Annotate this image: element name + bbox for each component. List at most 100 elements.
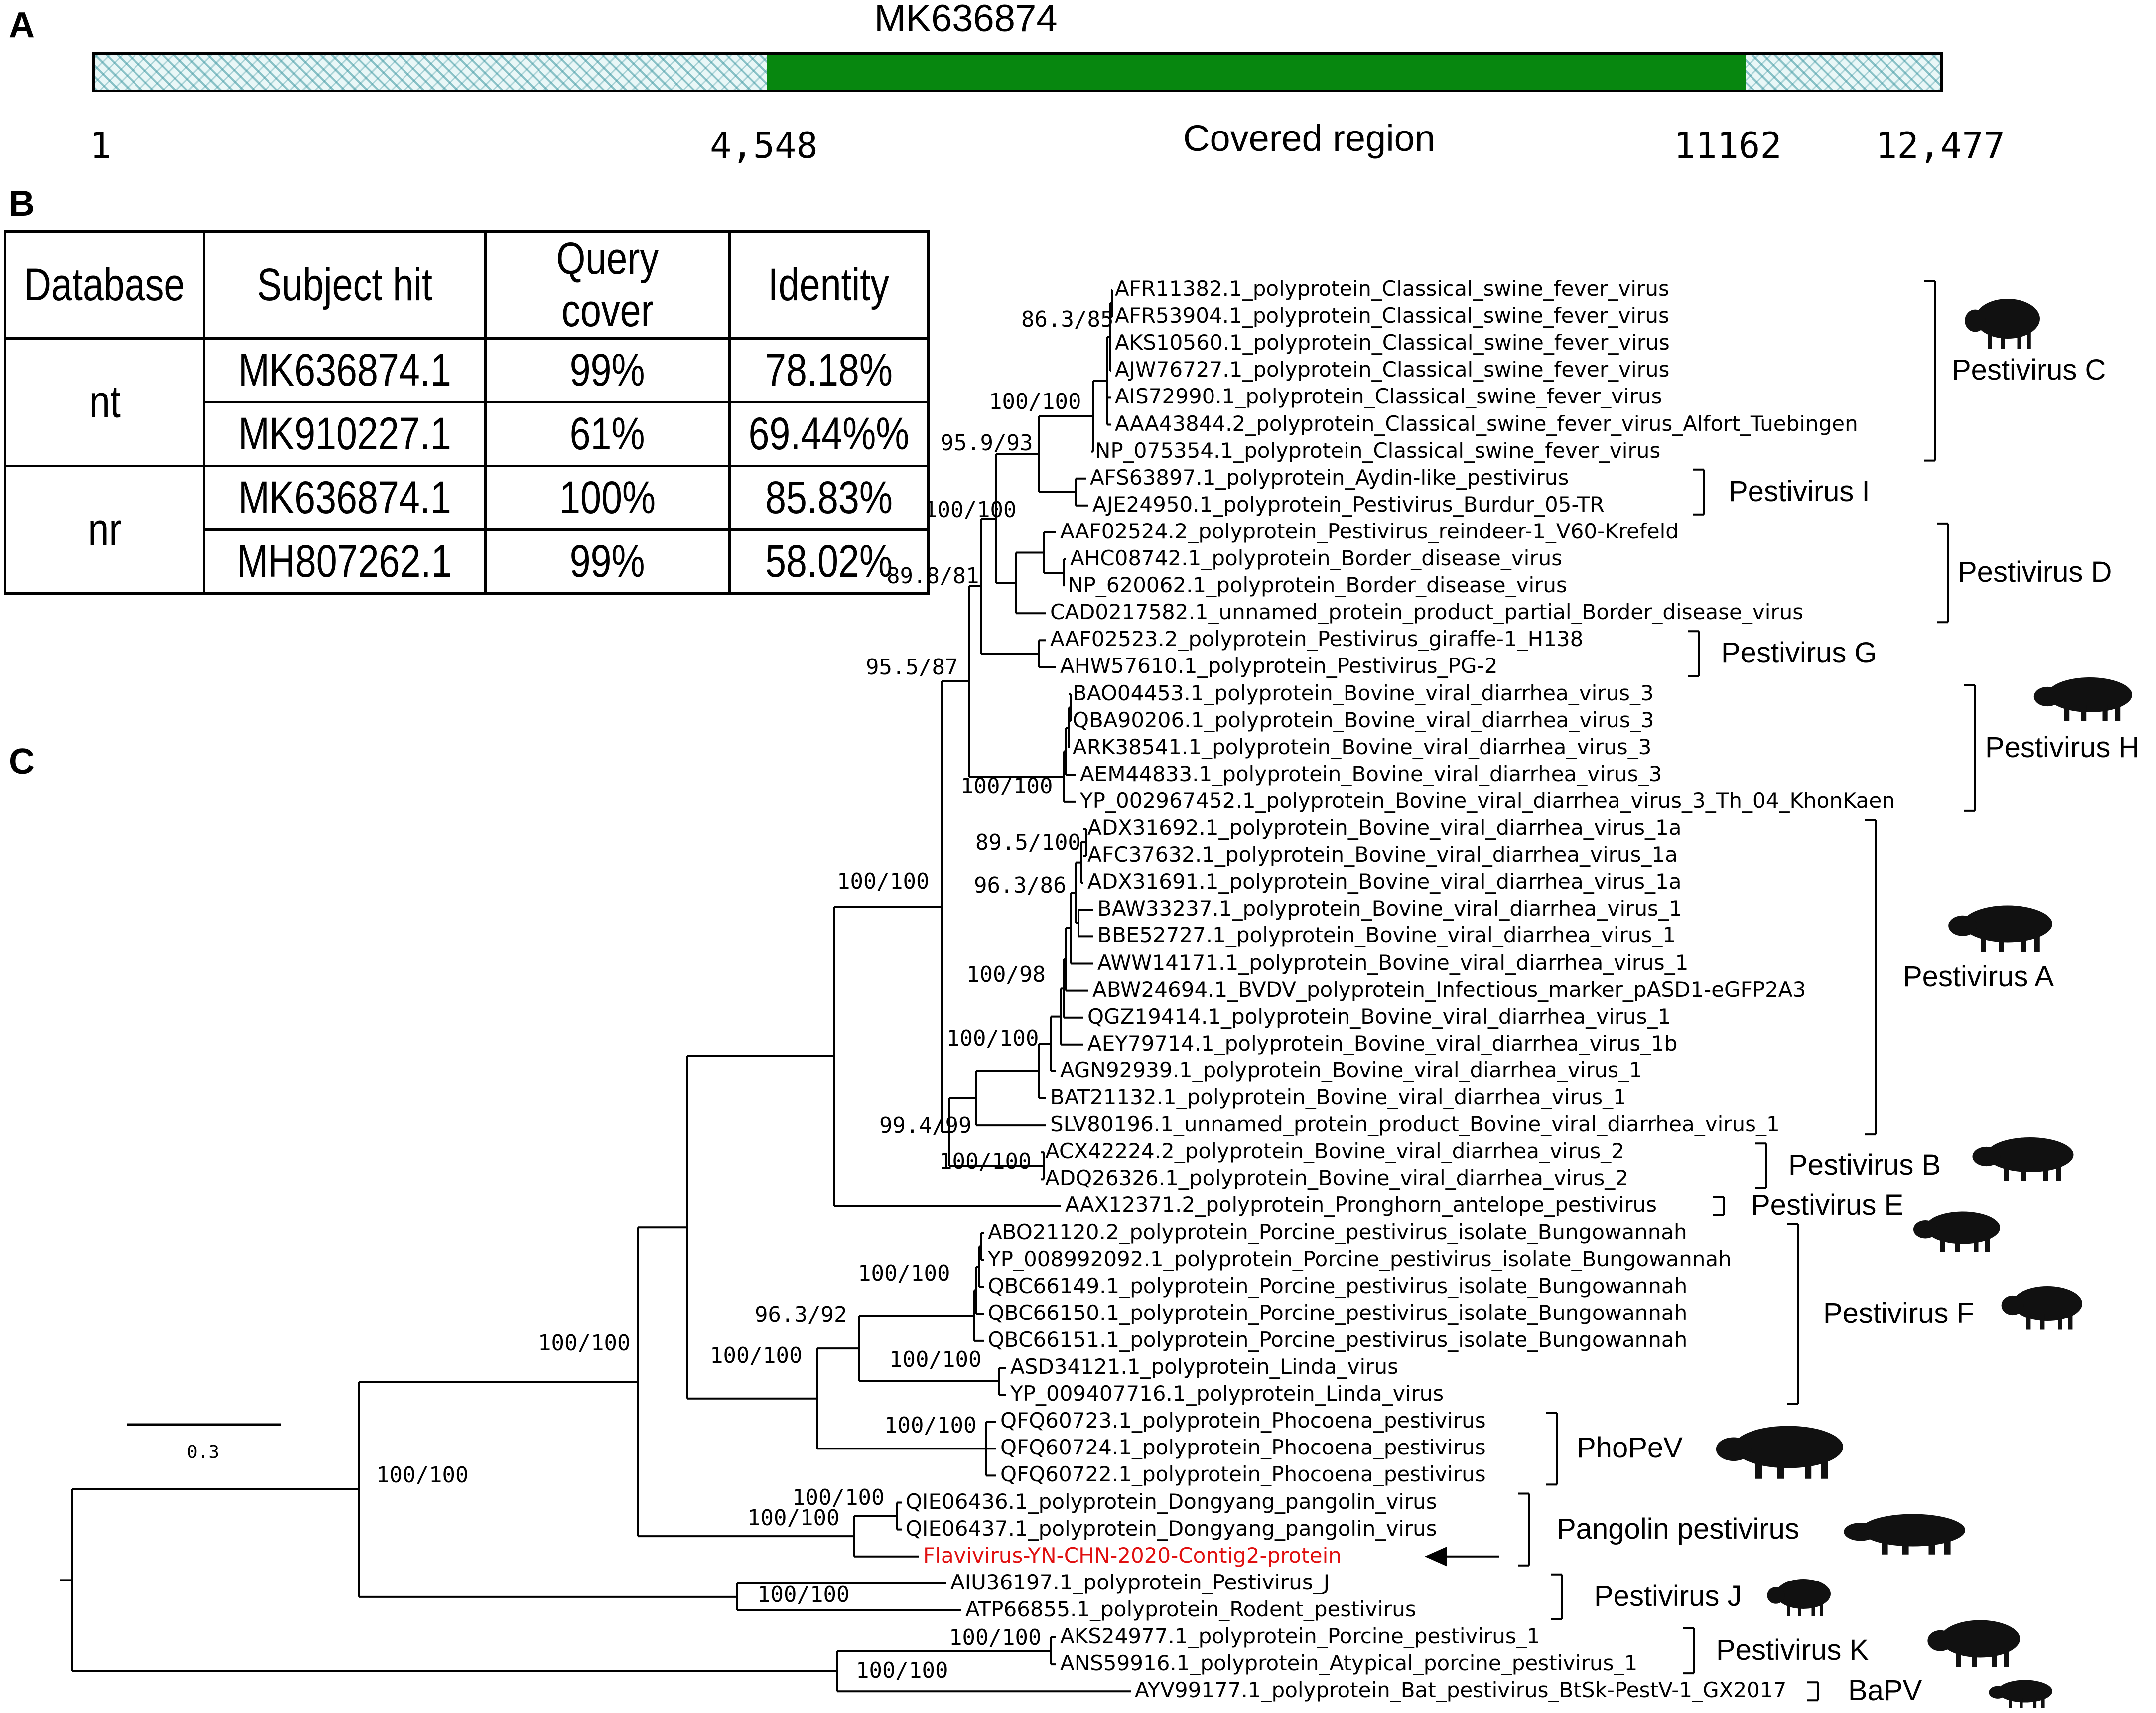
covered-region-bar (767, 55, 1746, 90)
tree-leaf-label: QBA90206.1_polyprotein_Bovine_viral_diar… (1073, 707, 1654, 732)
tree-leaf-label: AFS63897.1_polyprotein_Aydin-like_pestiv… (1090, 465, 1569, 490)
tree-leaf-label: AAF02524.2_polyprotein_Pestivirus_reinde… (1060, 519, 1679, 543)
tree-leaf-label: QBC66151.1_polyprotein_Porcine_pestiviru… (988, 1327, 1688, 1352)
cattle-icon (1972, 1137, 2074, 1181)
bootstrap-support-label: 99.4/99 (879, 1113, 972, 1138)
tree-leaf-label: YP_002967452.1_polyprotein_Bovine_viral_… (1080, 788, 1895, 813)
tree-leaf-label: QBC66150.1_polyprotein_Porcine_pestiviru… (988, 1300, 1688, 1325)
clade-label: Pestivirus I (1729, 475, 1870, 508)
clade-label: Pestivirus A (1903, 960, 2054, 993)
genome-end-label: 12,477 (1876, 125, 2006, 166)
tree-leaf-label: AKS24977.1_polyprotein_Porcine_pestiviru… (1060, 1624, 1540, 1648)
antelope-icon (1913, 1211, 2000, 1252)
table-cell: 100% (484, 465, 731, 531)
bootstrap-support-label: 100/100 (538, 1330, 631, 1356)
genome-start-label: 1 (90, 125, 112, 166)
bootstrap-support-label: 100/100 (792, 1485, 885, 1510)
tree-leaf-label: BAO04453.1_polyprotein_Bovine_viral_diar… (1073, 680, 1654, 705)
clade-label: Pestivirus G (1721, 637, 1877, 669)
table-row: MH807262.1 99% 58.02% (5, 528, 930, 595)
bootstrap-support-label: 95.5/87 (866, 655, 958, 680)
boar-icon (1965, 299, 2040, 349)
bootstrap-support-label: 100/100 (757, 1582, 850, 1607)
clade-label: Pestivirus H (1985, 731, 2140, 764)
tree-leaf-label: QFQ60722.1_polyprotein_Phocoena_pestivir… (1000, 1462, 1486, 1487)
tree-leaf-label: QIE06436.1_polyprotein_Dongyang_pangolin… (906, 1489, 1437, 1514)
bootstrap-support-label: 100/100 (747, 1505, 840, 1531)
table-cell: MK910227.1 (202, 401, 487, 467)
tree-leaf-label: NP_620062.1_polyprotein_Border_disease_v… (1068, 573, 1567, 598)
tree-leaf-label: AHW57610.1_polyprotein_Pestivirus_PG-2 (1060, 654, 1498, 678)
clade-label: Pestivirus K (1716, 1634, 1869, 1667)
bootstrap-support-label: 100/100 (946, 1026, 1039, 1051)
bootstrap-support-label: 100/100 (924, 497, 1017, 523)
tree-leaf-label: AIS72990.1_polyprotein_Classical_swine_f… (1115, 384, 1662, 409)
tree-leaf-label: YP_009407716.1_polyprotein_Linda_virus (1010, 1381, 1444, 1406)
pangolin-icon (1844, 1514, 1965, 1555)
covered-region-label: Covered region (1183, 118, 1435, 159)
clade-label: Pestivirus C (1952, 354, 2106, 387)
clade-label: Pestivirus B (1788, 1149, 1941, 1182)
porpoise-icon (1716, 1426, 1843, 1479)
bootstrap-support-label: 95.9/93 (941, 430, 1033, 456)
tree-leaf-label: AAA43844.2_polyprotein_Classical_swine_f… (1115, 411, 1858, 436)
bootstrap-support-label: 100/98 (966, 962, 1046, 987)
covered-start-label: 4,548 (710, 125, 818, 166)
table-cell: MK636874.1 (202, 465, 487, 531)
bootstrap-support-label: 100/100 (376, 1462, 469, 1488)
tree-leaf-label: QBC66149.1_polyprotein_Porcine_pestiviru… (988, 1273, 1688, 1298)
covered-end-label: 11162 (1674, 125, 1782, 166)
tree-leaf-label: AIU36197.1_polyprotein_Pestivirus_J (950, 1570, 1330, 1594)
clade-label: PhoPeV (1577, 1432, 1683, 1464)
bootstrap-support-label: 100/100 (884, 1413, 977, 1438)
bootstrap-support-label: 100/100 (856, 1658, 948, 1683)
rodent-icon (1767, 1579, 1831, 1616)
tree-leaf-label: ABO21120.2_polyprotein_Porcine_pestiviru… (988, 1219, 1687, 1244)
tree-leaf-label: BAW33237.1_polyprotein_Bovine_viral_diar… (1097, 896, 1682, 921)
tree-leaf-label: AWW14171.1_polyprotein_Bovine_viral_diar… (1097, 950, 1689, 975)
tree-leaf-label: ASD34121.1_polyprotein_Linda_virus (1010, 1354, 1398, 1379)
tree-leaf-label: QGZ19414.1_polyprotein_Bovine_viral_diar… (1087, 1004, 1671, 1029)
panel-label-b: B (9, 184, 35, 224)
clade-label: Pestivirus J (1594, 1580, 1742, 1612)
table-header: Query cover (484, 230, 731, 340)
tree-leaf-label: AFR11382.1_polyprotein_Classical_swine_f… (1115, 276, 1669, 301)
bootstrap-support-label: 100/100 (989, 389, 1081, 414)
tree-leaf-label: AJE24950.1_polyprotein_Pestivirus_Burdur… (1092, 492, 1605, 517)
table-cell: 69.44%% (728, 401, 930, 467)
tree-leaf-label: BBE52727.1_polyprotein_Bovine_viral_diar… (1097, 923, 1676, 948)
tree-leaf-label: ABW24694.1_BVDV_polyprotein_Infectious_m… (1092, 977, 1806, 1002)
table-cell: 99% (484, 528, 731, 595)
tree-leaf-label: QFQ60724.1_polyprotein_Phocoena_pestivir… (1000, 1435, 1486, 1460)
table-cell-database: nr (4, 465, 205, 595)
tree-leaf-label: ACX42224.2_polyprotein_Bovine_viral_diar… (1045, 1139, 1624, 1164)
bootstrap-support-label: 100/100 (960, 774, 1053, 799)
bootstrap-support-label: 100/100 (710, 1343, 803, 1368)
clade-label: Pestivirus E (1751, 1189, 1904, 1222)
tree-leaf-label: AEM44833.1_polyprotein_Bovine_viral_diar… (1080, 761, 1662, 786)
table-cell: 61% (484, 401, 731, 467)
bootstrap-support-label: 100/100 (858, 1261, 950, 1286)
tree-leaf-label: AFC37632.1_polyprotein_Bovine_viral_diar… (1087, 842, 1678, 867)
tree-leaf-label: ADX31691.1_polyprotein_Bovine_viral_diar… (1087, 869, 1682, 894)
bat-icon (1989, 1680, 2052, 1708)
boar-icon (1927, 1620, 2020, 1667)
tree-leaf-label: ANS59916.1_polyprotein_Atypical_porcine_… (1060, 1651, 1638, 1676)
table-cell: 78.18% (728, 337, 930, 403)
clade-label: Pestivirus D (1958, 556, 2112, 589)
cattle-icon (2033, 677, 2132, 721)
clade-label: Pestivirus F (1823, 1297, 1974, 1329)
blast-results-table: Database Subject hit Query cover Identit… (4, 230, 930, 595)
table-row: nr MK636874.1 100% 85.83% (4, 465, 930, 595)
tree-leaf-label: AYV99177.1_polyprotein_Bat_pestivirus_Bt… (1135, 1678, 1787, 1703)
bootstrap-support-label: 100/100 (939, 1149, 1032, 1174)
tree-leaf-label: ADX31692.1_polyprotein_Bovine_viral_diar… (1087, 815, 1682, 840)
cattle-icon (1948, 905, 2052, 952)
table-cell: MK636874.1 (202, 337, 487, 403)
table-header-row: Database Subject hit Query cover Identit… (4, 230, 930, 340)
table-cell: 58.02% (728, 528, 930, 595)
tree-leaf-label: AAX12371.2_polyprotein_Pronghorn_antelop… (1065, 1192, 1657, 1217)
tree-leaf-label: AEY79714.1_polyprotein_Bovine_viral_diar… (1087, 1031, 1678, 1055)
